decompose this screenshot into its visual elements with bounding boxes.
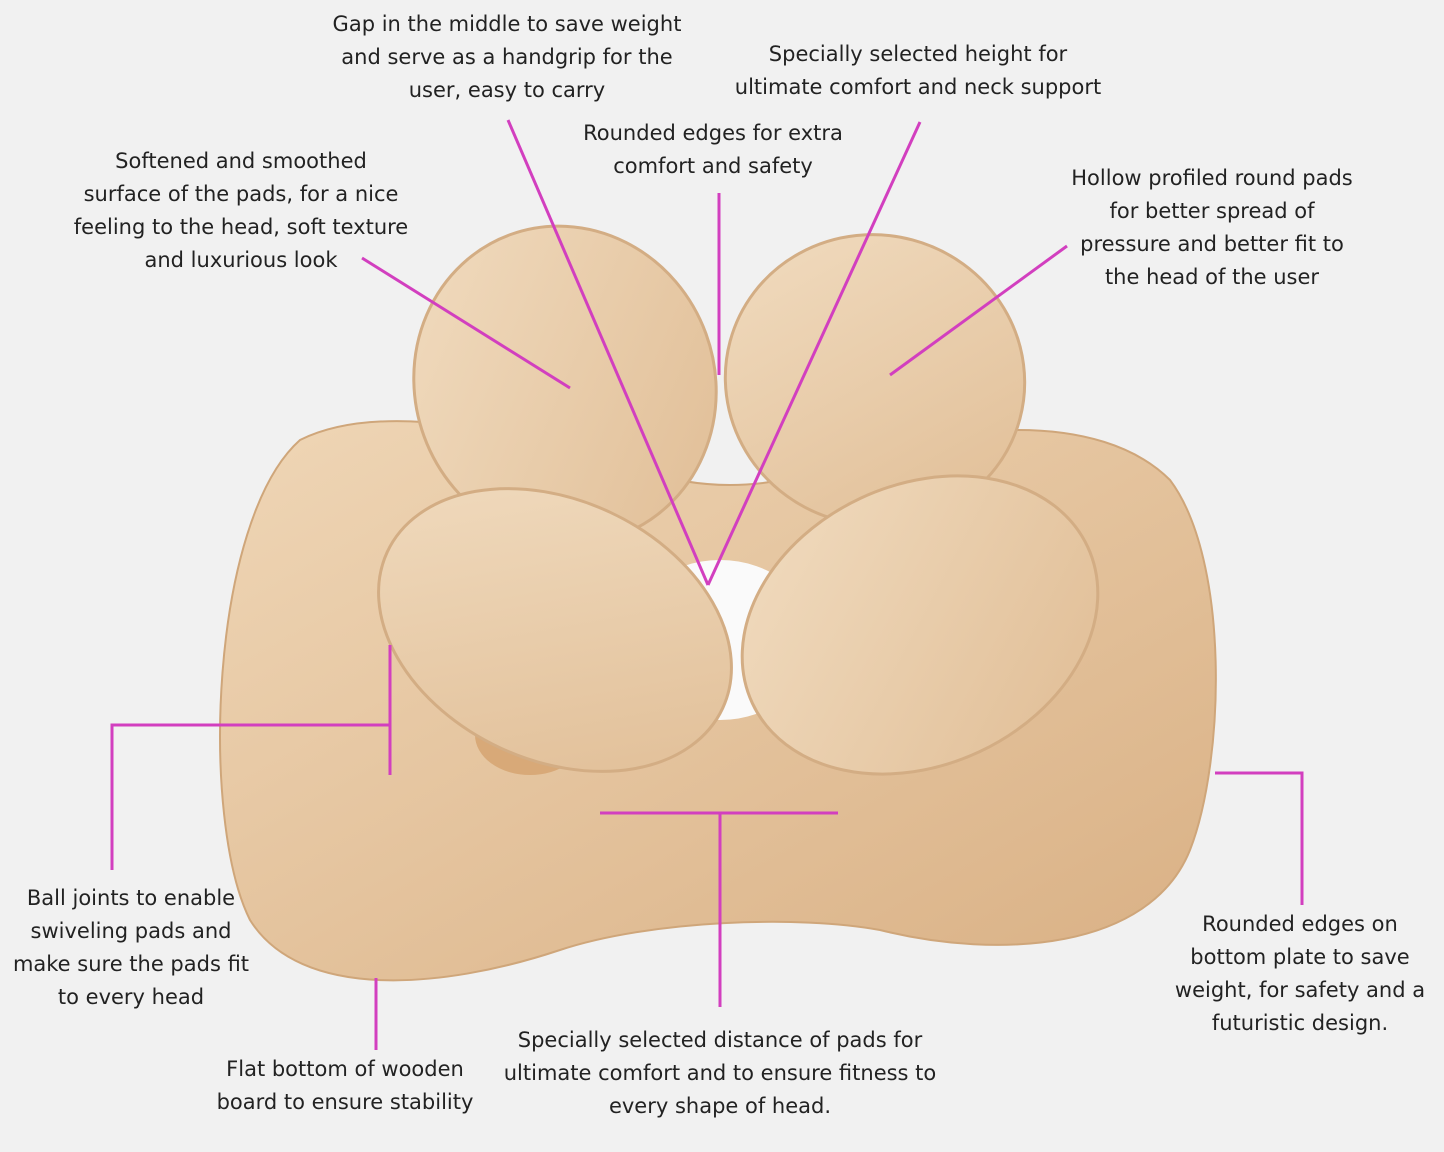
leader-lines	[110, 119, 1304, 1050]
label-line: and luxurious look	[144, 248, 338, 272]
label-line: user, easy to carry	[408, 78, 606, 102]
label-softened: Softened and smoothed surface of the pad…	[74, 145, 408, 277]
label-hollow: Hollow profiled round pads for better sp…	[1071, 162, 1352, 294]
label-line: ultimate comfort and to ensure fitness t…	[503, 1061, 937, 1085]
label-line: Specially selected distance of pads for	[517, 1028, 923, 1052]
label-rounded-edges: Rounded edges for extra comfort and safe…	[583, 117, 843, 183]
pad-bottom-right	[740, 474, 1100, 776]
label-line: make sure the pads fit	[12, 952, 250, 976]
label-line: bottom plate to save	[1190, 945, 1410, 969]
label-line: for better spread of	[1109, 199, 1315, 223]
label-line: comfort and safety	[613, 154, 813, 178]
label-bottom-plate: Rounded edges on bottom plate to save we…	[1175, 908, 1425, 1040]
label-line: and serve as a handgrip for the	[341, 45, 673, 69]
label-line: ultimate comfort and neck support	[734, 75, 1102, 99]
label-distance: Specially selected distance of pads for …	[504, 1024, 937, 1123]
label-flat-bottom: Flat bottom of wooden board to ensure st…	[217, 1053, 474, 1119]
label-line: board to ensure stability	[216, 1090, 474, 1114]
label-line: futuristic design.	[1211, 1011, 1389, 1035]
label-line: to every head	[57, 985, 205, 1009]
label-line: Specially selected height for	[768, 42, 1068, 66]
label-line: feeling to the head, soft texture	[73, 215, 409, 239]
label-line: Gap in the middle to save weight	[332, 12, 682, 36]
label-ball-joints: Ball joints to enable swiveling pads and…	[13, 882, 249, 1014]
label-line: Rounded edges on	[1202, 912, 1398, 936]
label-line: weight, for safety and a	[1174, 978, 1426, 1002]
label-line: Softened and smoothed	[115, 149, 367, 173]
label-line: every shape of head.	[608, 1094, 832, 1118]
label-line: the head of the user	[1104, 265, 1320, 289]
label-line: Hollow profiled round pads	[1071, 166, 1353, 190]
label-height: Specially selected height for ultimate c…	[735, 38, 1101, 104]
label-line: Rounded edges for extra	[583, 121, 843, 145]
label-gap: Gap in the middle to save weight and ser…	[333, 8, 682, 107]
label-line: pressure and better fit to	[1080, 232, 1344, 256]
label-line: Ball joints to enable	[26, 886, 236, 910]
label-line: Flat bottom of wooden	[226, 1057, 464, 1081]
label-line: swiveling pads and	[30, 919, 232, 943]
pad-bottom-left	[377, 487, 733, 773]
label-line: surface of the pads, for a nice	[83, 182, 399, 206]
